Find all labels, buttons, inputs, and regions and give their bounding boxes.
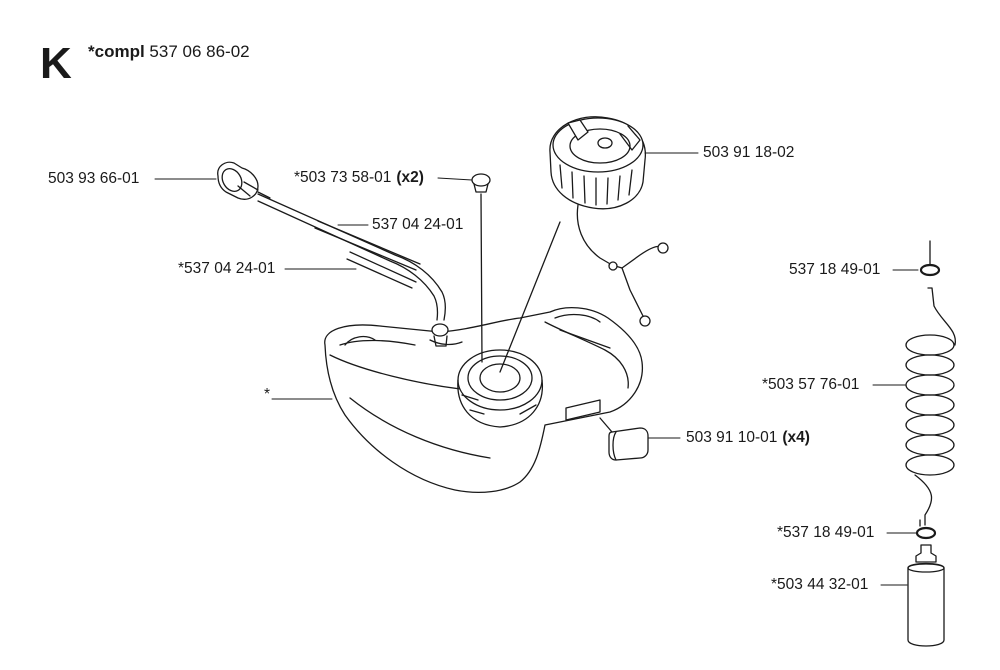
part-label-503-44-32-01[interactable]: *503 44 32-01 (771, 576, 868, 594)
part-label-503-91-10-01[interactable]: 503 91 10-01(x4) (686, 429, 810, 447)
assembly-number: *compl 537 06 86-02 (88, 42, 250, 62)
part-label-503-93-66-01[interactable]: 503 93 66-01 (48, 170, 139, 188)
rubber-foot (599, 417, 649, 461)
tank-vent-grommet (217, 161, 271, 200)
o-ring-bottom (915, 526, 937, 540)
fuel-hose (257, 193, 449, 347)
part-number: *503 44 32-01 (771, 576, 869, 593)
part-number: *503 73 58-01 (294, 169, 392, 186)
fuel-cap (499, 116, 669, 373)
part-label-537-04-24-01-alt[interactable]: *537 04 24-01 (178, 260, 275, 278)
part-label-503-57-76-01[interactable]: *503 57 76-01 (762, 376, 859, 394)
part-quantity: (x2) (396, 169, 424, 186)
fuel-tank (324, 307, 644, 494)
part-number: 537 04 24-01 (372, 216, 464, 233)
section-letter: K (40, 39, 72, 88)
o-ring-top (919, 263, 941, 277)
coiled-fuel-hose (905, 287, 956, 527)
part-number: 503 91 10-01 (686, 429, 778, 446)
part-number: 537 18 49-01 (789, 261, 881, 278)
part-label-537-18-49-01[interactable]: 537 18 49-01 (789, 261, 880, 279)
part-label-537-18-49-01-alt[interactable]: *537 18 49-01 (777, 524, 874, 542)
part-label-tank[interactable]: * (264, 386, 270, 404)
part-number: *537 18 49-01 (777, 524, 875, 541)
small-grommet (471, 173, 491, 363)
part-quantity: (x4) (782, 429, 810, 446)
part-label-503-73-58-01[interactable]: *503 73 58-01(x2) (294, 169, 424, 187)
assembly-part-number: 537 06 86-02 (149, 42, 250, 61)
assembly-label: *compl (88, 42, 145, 61)
leader-lines (154, 152, 919, 586)
part-number: * (264, 386, 271, 403)
part-number: *537 04 24-01 (178, 260, 276, 277)
part-number: 503 93 66-01 (48, 170, 140, 187)
fuel-filter (907, 544, 945, 647)
part-number: 503 91 18-02 (703, 144, 795, 161)
part-label-537-04-24-01[interactable]: 537 04 24-01 (372, 216, 463, 234)
part-number: *503 57 76-01 (762, 376, 860, 393)
part-label-503-91-18-02[interactable]: 503 91 18-02 (703, 144, 794, 162)
